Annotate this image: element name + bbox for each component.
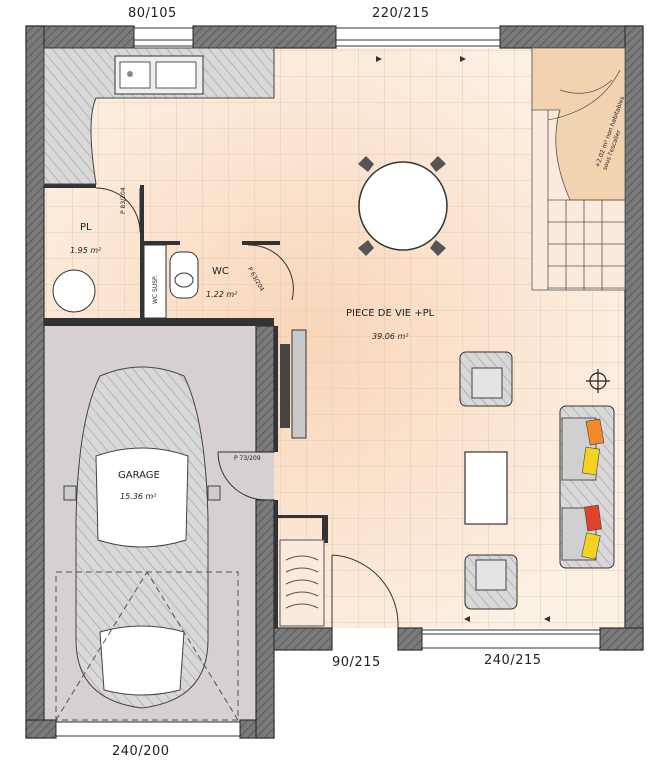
dimension-bottom-door: 90/215: [332, 655, 381, 670]
room-name-living: PIECE DE VIE +PL: [346, 308, 435, 319]
room-name-pl: PL: [80, 222, 92, 233]
staircase: [531, 47, 626, 291]
door-label-garage: P 73/209: [234, 455, 261, 462]
room-area-garage: 15.36 m²: [120, 492, 157, 501]
toilet: [169, 251, 199, 299]
coat-rack: [279, 539, 325, 627]
dining-table: [358, 156, 448, 256]
dimension-top-right-window: 220/215: [372, 6, 430, 21]
interior-walls: [44, 184, 328, 628]
room-area-pl: 1.95 m²: [70, 246, 102, 255]
coffee-table: [464, 451, 508, 525]
dimension-top-left-window: 80/105: [128, 6, 177, 21]
door-swings: [95, 187, 399, 629]
door-label-pl: P 83/204: [120, 187, 127, 214]
crosshair-icon: [586, 369, 610, 393]
wc-suspendu-label: WC SUSP.: [152, 275, 159, 304]
room-name-garage: GARAGE: [118, 470, 160, 481]
room-area-living: 39.06 m²: [372, 332, 409, 341]
tv-unit: [280, 329, 307, 439]
water-heater: [52, 269, 96, 313]
windows: [55, 27, 601, 737]
car-icon: [63, 366, 221, 709]
armchairs: [459, 351, 518, 610]
room-area-wc: 1.22 m²: [206, 290, 238, 299]
garage-door-swing: [55, 571, 239, 721]
kitchen-counter: [43, 47, 275, 185]
dimension-garage-door: 240/200: [112, 744, 170, 759]
dimension-bottom-right-window: 240/215: [484, 653, 542, 668]
sofa-cushions: [581, 418, 605, 560]
exterior-walls: [25, 25, 644, 739]
window-markers: [376, 56, 550, 622]
room-name-wc: WC: [212, 266, 229, 277]
wc-suspension-frame: [143, 244, 167, 319]
